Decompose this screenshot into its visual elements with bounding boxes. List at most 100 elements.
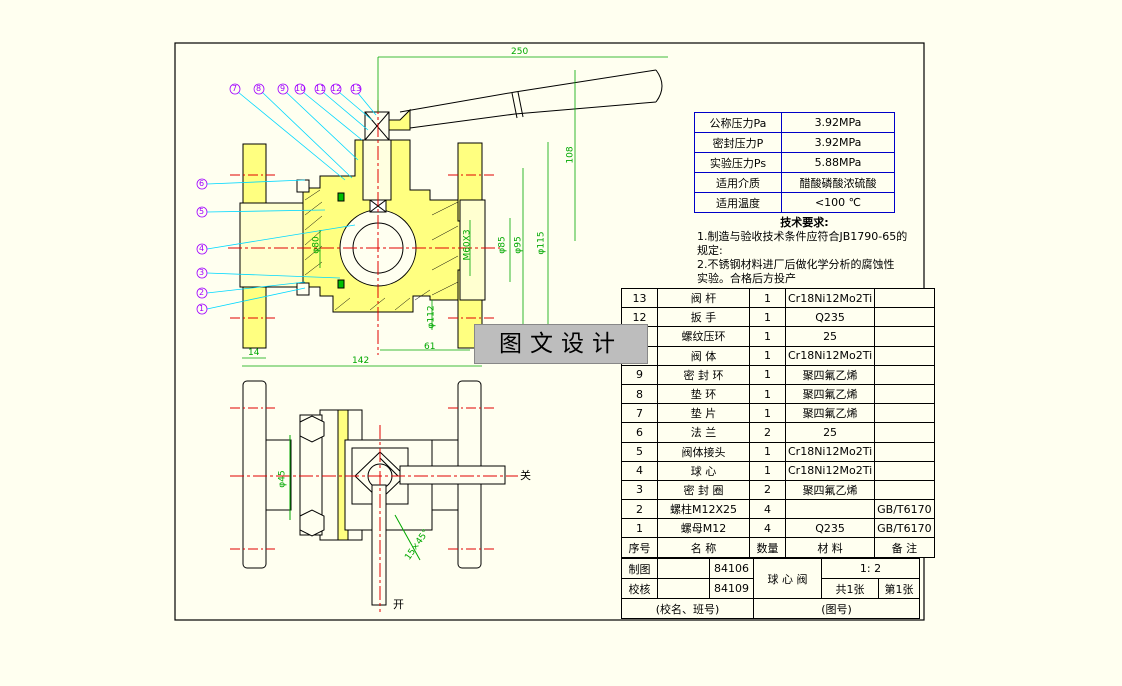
bom-name: 阀 体 <box>657 345 750 366</box>
bom-index: 9 <box>621 364 658 385</box>
spec-value: 3.92MPa <box>781 112 895 133</box>
bom-material <box>784 499 876 520</box>
bom-qty: 1 <box>749 345 786 366</box>
bom-material: Cr18Ni12Mo2Ti <box>784 441 876 462</box>
watermark-logo: 图文设计 <box>474 324 648 364</box>
balloon-11: 11 <box>315 84 326 93</box>
bom-remark <box>874 326 935 347</box>
bom-remark <box>874 383 935 405</box>
dimension-lines <box>242 56 668 367</box>
bom-row: 11螺纹压环125 <box>621 326 935 347</box>
bom-header-cell: 备 注 <box>874 537 935 559</box>
balloon-10: 10 <box>295 84 306 93</box>
dim-112: φ112 <box>426 305 437 329</box>
label-jiaohe: 校核 <box>621 578 658 599</box>
bom-header-cell: 名 称 <box>657 537 750 559</box>
bom-header-row: 序号名 称数量材 料备 注 <box>621 537 935 559</box>
bom-material: Cr18Ni12Mo2Ti <box>784 287 876 309</box>
top-view <box>230 380 518 612</box>
bom-remark <box>874 422 935 443</box>
bom-name: 螺纹压环 <box>657 326 750 347</box>
bom-qty: 1 <box>749 364 786 385</box>
bom-qty: 2 <box>749 479 786 501</box>
spec-value: 醋酸磷酸浓硫酸 <box>781 172 895 193</box>
front-view <box>228 69 663 355</box>
balloon-3: 3 <box>199 268 205 277</box>
bom-material: 聚四氟乙烯 <box>784 479 876 501</box>
bom-name: 阀体接头 <box>657 441 750 462</box>
bom-index: 6 <box>621 422 658 443</box>
bom-name: 密 封 环 <box>657 364 750 385</box>
bom-qty: 1 <box>749 326 786 347</box>
balloon-4: 4 <box>199 244 205 253</box>
bom-remark <box>874 479 935 501</box>
balloon-8: 8 <box>256 84 262 93</box>
tech-title: 技术要求: <box>780 216 829 229</box>
sheet-total: 共1张 <box>821 578 879 599</box>
bom-name: 垫 片 <box>657 403 750 424</box>
dim-45: φ45 <box>277 470 288 488</box>
zhitu-number: 84106 <box>709 558 754 579</box>
bom-remark: GB/T6170 <box>874 518 935 539</box>
bom-material: 聚四氟乙烯 <box>784 403 876 424</box>
spec-value: 3.92MPa <box>781 132 895 153</box>
bom-name: 密 封 圈 <box>657 479 750 501</box>
spec-row: 密封压力P 3.92MPa <box>694 132 895 153</box>
bom-qty: 1 <box>749 383 786 405</box>
bom-material: 聚四氟乙烯 <box>784 383 876 405</box>
spec-label: 适用温度 <box>694 192 782 213</box>
dim-142: 142 <box>352 356 370 366</box>
bom-name: 垫 环 <box>657 383 750 405</box>
bom-index: 7 <box>621 403 658 424</box>
spec-value: <100 ℃ <box>781 192 895 213</box>
bom-remark: GB/T6170 <box>874 499 935 520</box>
sheet-number: 第1张 <box>878 578 920 599</box>
bom-remark <box>874 403 935 424</box>
balloon-12: 12 <box>331 84 342 93</box>
dim-61: 61 <box>424 342 436 352</box>
bom-header-cell: 材 料 <box>784 537 876 559</box>
bom-index: 8 <box>621 383 658 405</box>
balloon-1: 1 <box>199 304 205 313</box>
bom-index: 4 <box>621 460 658 481</box>
balloon-7: 7 <box>232 84 238 93</box>
empty-cell <box>657 578 710 599</box>
bom-remark <box>874 364 935 385</box>
balloon-9: 9 <box>280 84 286 93</box>
drawing-number: (图号) <box>753 598 920 619</box>
bom-qty: 1 <box>749 287 786 309</box>
bom-material: 25 <box>784 326 876 347</box>
spec-label: 密封压力P <box>694 132 782 153</box>
bom-material: Cr18Ni12Mo2Ti <box>784 460 876 481</box>
label-zhitu: 制图 <box>621 558 658 579</box>
school-class: (校名、班号) <box>621 598 754 619</box>
bom-name: 扳 手 <box>657 307 750 328</box>
part-balloons <box>196 83 362 315</box>
dim-250: 250 <box>511 47 529 57</box>
label-close: 关 <box>520 469 531 482</box>
empty-cell <box>657 558 710 579</box>
bom-qty: 1 <box>749 460 786 481</box>
spec-label: 公称压力Pa <box>694 112 782 133</box>
title-block: 制图 84106 球 心 阀 1: 2 校核 84109 共1张 第1张 (校名… <box>621 558 920 619</box>
bom-index: 3 <box>621 479 658 501</box>
balloon-6: 6 <box>199 179 205 188</box>
bom-remark <box>874 307 935 328</box>
bom-material: Q235 <box>784 307 876 328</box>
bom-index: 12 <box>621 307 658 328</box>
bom-remark <box>874 287 935 309</box>
bom-index: 5 <box>621 441 658 462</box>
bom-qty: 4 <box>749 518 786 539</box>
jiaohe-number: 84109 <box>709 578 754 599</box>
bom-index: 13 <box>621 287 658 309</box>
bom-qty: 1 <box>749 403 786 424</box>
tech-line: 规定: <box>697 244 723 257</box>
